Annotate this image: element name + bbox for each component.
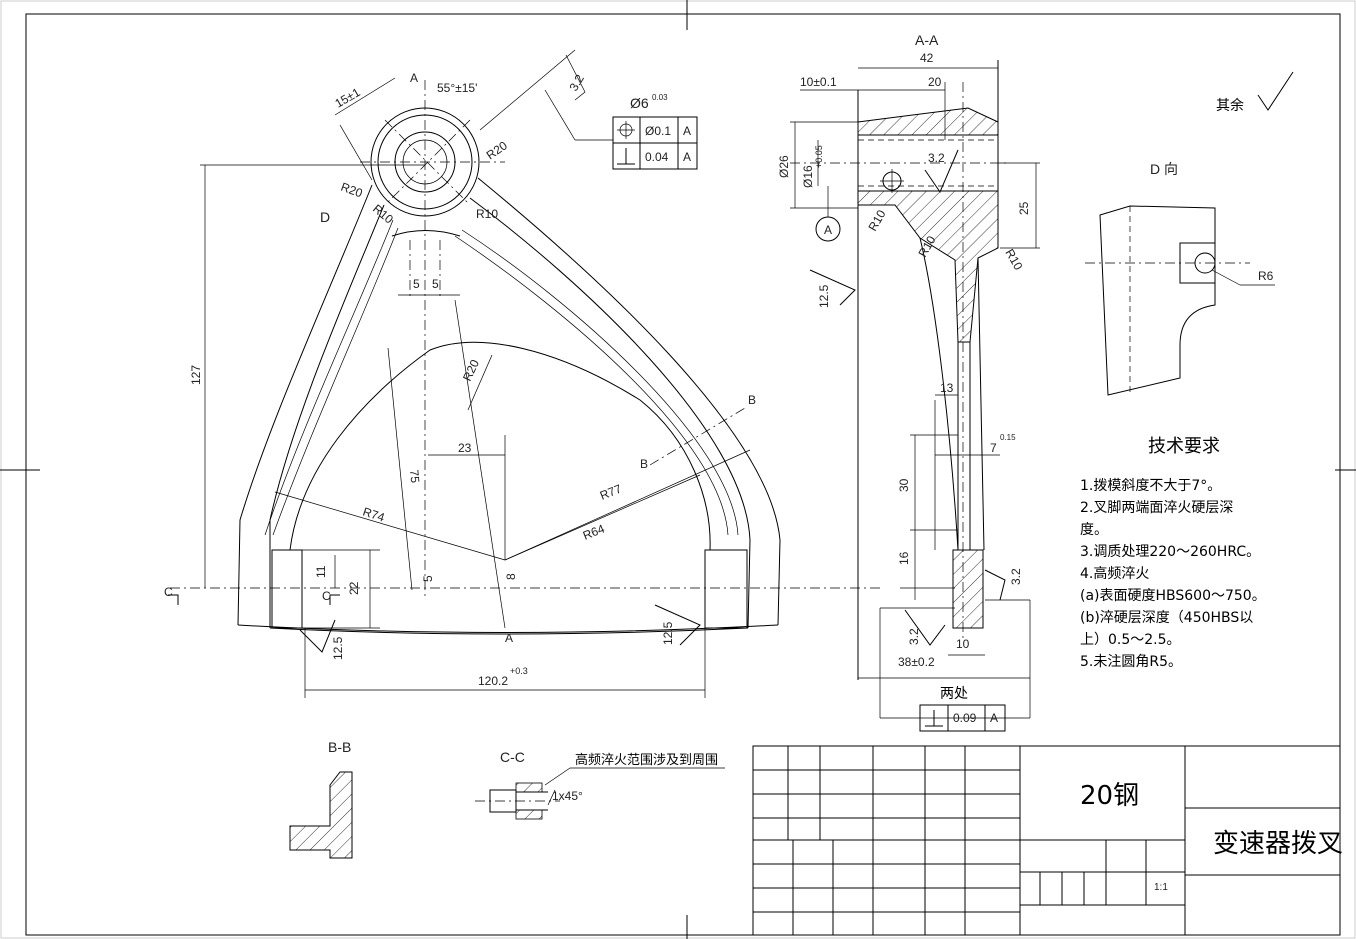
aa-dim-16: Ø16 xyxy=(801,165,815,188)
aa-dim-12-5: 12.5 xyxy=(817,284,831,308)
section-aa-title: A-A xyxy=(915,32,939,48)
aa-dim-3-2a: 3.2 xyxy=(928,151,945,165)
aa-dim-38: 38±0.2 xyxy=(898,655,935,669)
front-dim-r74: R74 xyxy=(361,505,387,525)
section-mark-a-bottom: A xyxy=(505,631,513,645)
aa-dim-10b: 10 xyxy=(956,637,970,651)
front-dim-8: 8 xyxy=(504,573,518,580)
front-dim-5a: 5 xyxy=(413,277,420,291)
aa-dim-20: 20 xyxy=(928,75,942,89)
title-block xyxy=(752,745,1341,936)
front-dim-r64: R64 xyxy=(581,521,607,542)
front-dim-angle: 55°±15' xyxy=(437,81,477,95)
aa-dim-7-tol: 0.15 xyxy=(1000,433,1016,442)
tech-item-1: 1.拨模斜度不大于7°。 xyxy=(1080,478,1221,494)
front-dim-r20-b: R20 xyxy=(339,180,365,201)
front-dim-r20-a: R20 xyxy=(484,138,510,162)
roughness-other-label: 其余 xyxy=(1216,97,1244,114)
scale-label: 1:1 xyxy=(1154,882,1168,893)
cc-chamfer: 1x45° xyxy=(552,789,583,803)
perp2-datum: A xyxy=(990,711,998,725)
perp-tol-value: 0.04 xyxy=(645,150,669,164)
section-aa-view xyxy=(790,60,1294,732)
front-dim-75: 75 xyxy=(407,469,422,484)
front-dim-r10-b: R10 xyxy=(476,207,498,221)
front-dim-12-5a: 12.5 xyxy=(331,636,345,660)
front-view xyxy=(168,49,880,698)
front-dim-r77: R77 xyxy=(598,481,624,502)
section-mark-c-right: C xyxy=(322,589,331,603)
perp2-value: 0.09 xyxy=(953,711,977,725)
drawing-frame xyxy=(25,13,1341,936)
view-mark-d: D xyxy=(320,209,330,225)
tech-item-3: 度。 xyxy=(1080,522,1108,538)
tech-item-4: 3.调质处理220～260HRC。 xyxy=(1080,544,1260,560)
view-d xyxy=(1085,205,1275,396)
section-cc-title: C-C xyxy=(500,749,525,765)
aa-dim-25: 25 xyxy=(1017,201,1031,215)
view-d-r6: R6 xyxy=(1258,269,1274,283)
front-dim-23: 23 xyxy=(458,441,472,455)
section-mark-b-bottom: B xyxy=(640,457,648,471)
aa-dim-13: 13 xyxy=(940,381,954,395)
aa-dim-10: 10±0.1 xyxy=(800,75,837,89)
tech-item-6: (a)表面硬度HBS600～750。 xyxy=(1080,588,1266,604)
aa-dim-42: 42 xyxy=(920,51,934,65)
section-mark-b-top: B xyxy=(748,393,756,407)
aa-datum-a: A xyxy=(824,223,832,237)
section-mark-c-left: C xyxy=(164,585,173,599)
front-dim-5b: 5 xyxy=(432,277,439,291)
front-dim-12-5b: 12.5 xyxy=(661,621,675,645)
tech-item-8: 上）0.5～2.5。 xyxy=(1080,632,1181,648)
front-dim-120-tol: +0.3 xyxy=(510,666,528,676)
front-dim-120: 120.2 xyxy=(478,674,508,688)
front-dim-5c: 5 xyxy=(421,575,435,582)
hole-dia-tol: 0.03 xyxy=(652,93,668,102)
front-dim-11: 11 xyxy=(314,565,328,578)
tech-item-7: (b)淬硬层深度（450HBS以 xyxy=(1080,610,1253,626)
aa-dim-r10a: R10 xyxy=(865,207,888,233)
aa-dim-7: 7 xyxy=(990,441,997,455)
aa-dim-16-tol: +0.05 xyxy=(814,145,824,168)
view-d-title: D 向 xyxy=(1150,161,1178,177)
front-dim-r20-c: R20 xyxy=(460,357,482,383)
tech-heading: 技术要求 xyxy=(1148,436,1220,457)
hole-dia-label: Ø6 xyxy=(630,95,649,111)
front-dim-127: 127 xyxy=(189,365,203,385)
section-mark-a-top: A xyxy=(410,71,418,85)
section-bb-title: B-B xyxy=(328,739,351,755)
material-label: 20钢 xyxy=(1080,781,1139,811)
aa-dim-r10c: R10 xyxy=(1002,247,1025,273)
datum-a-1: A xyxy=(683,124,691,138)
tech-item-2: 2.叉脚两端面淬火硬层深 xyxy=(1080,500,1233,516)
tech-item-9: 5.未注圆角R5。 xyxy=(1080,654,1182,670)
front-dim-22: 22 xyxy=(347,581,361,595)
aa-dim-3-2b: 3.2 xyxy=(1009,568,1023,585)
part-name-label: 变速器拨叉 xyxy=(1213,829,1343,859)
front-dim-15: 15±1 xyxy=(333,85,363,111)
aa-dim-26: Ø26 xyxy=(777,155,791,178)
aa-dim-3-2c: 3.2 xyxy=(907,628,921,645)
position-tol-value: Ø0.1 xyxy=(645,124,671,138)
two-places-label: 两处 xyxy=(940,686,968,702)
section-cc-view xyxy=(475,767,725,820)
tolerance-frame-hole xyxy=(612,116,698,170)
datum-a-2: A xyxy=(683,150,691,164)
section-bb-view xyxy=(289,771,353,859)
aa-dim-16b: 16 xyxy=(897,551,911,565)
tech-item-5: 4.高频淬火 xyxy=(1080,565,1149,582)
aa-dim-30: 30 xyxy=(897,478,911,492)
cc-note: 高频淬火范围涉及到周围 xyxy=(575,752,718,768)
